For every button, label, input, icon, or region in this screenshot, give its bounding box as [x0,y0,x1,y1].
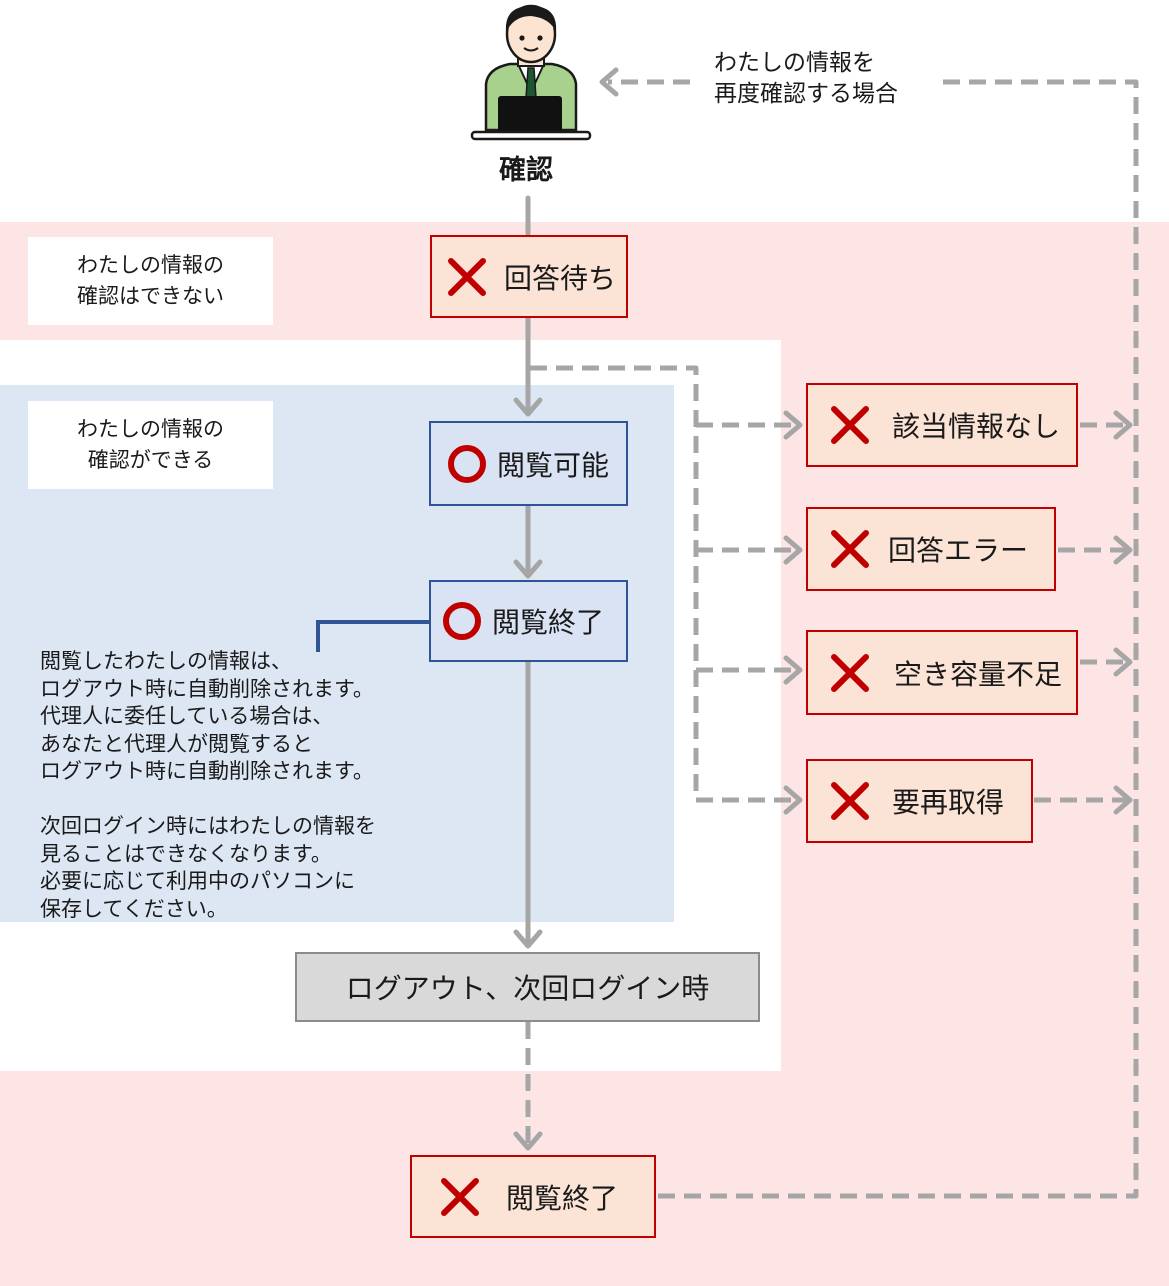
cross-mark-icon [448,257,486,296]
no-info-label: 該当情報なし [892,410,1061,443]
recheck-label: わたしの情報を 再度確認する場合 [714,50,898,107]
view-done-label: 閲覧終了 [492,606,605,639]
low-space-box: 空き容量不足 [806,630,1078,715]
can-view-label: わたしの情報の 確認ができる [28,401,273,489]
viewable-box: 閲覧可能 [429,421,628,506]
awaiting-response-box: 回答待ち [430,235,628,318]
person-at-laptop-icon [470,4,592,141]
cannot-view-label: わたしの情報の 確認はできない [28,237,273,325]
cross-mark-icon [831,782,869,820]
auto-delete-note: 閲覧したわたしの情報は、 ログアウト時に自動削除されます。 代理人に委任している… [40,649,376,921]
response-error-box: 回答エラー [806,507,1056,591]
view-done-box: 閲覧終了 [429,580,628,662]
no-info-box: 該当情報なし [806,383,1078,467]
reacquire-label: 要再取得 [892,786,1005,819]
circle-mark-icon [448,444,486,483]
logout-box: ログアウト、次回ログイン時 [295,952,760,1022]
viewable-label: 閲覧可能 [497,448,610,482]
low-space-label: 空き容量不足 [894,657,1063,691]
reacquire-box: 要再取得 [806,759,1033,843]
cross-mark-icon [831,406,869,444]
cross-mark-icon [831,653,869,692]
response-error-label: 回答エラー [888,534,1029,567]
view-ended-label: 閲覧終了 [506,1181,619,1215]
cross-mark-icon [441,1177,479,1216]
circle-mark-icon [443,602,481,640]
confirm-caption: 確認 [499,155,553,186]
view-ended-box: 閲覧終了 [410,1155,656,1238]
cross-mark-icon [831,530,869,568]
logout-label: ログアウト、次回ログイン時 [345,972,710,1005]
awaiting-response-label: 回答待ち [504,261,617,295]
